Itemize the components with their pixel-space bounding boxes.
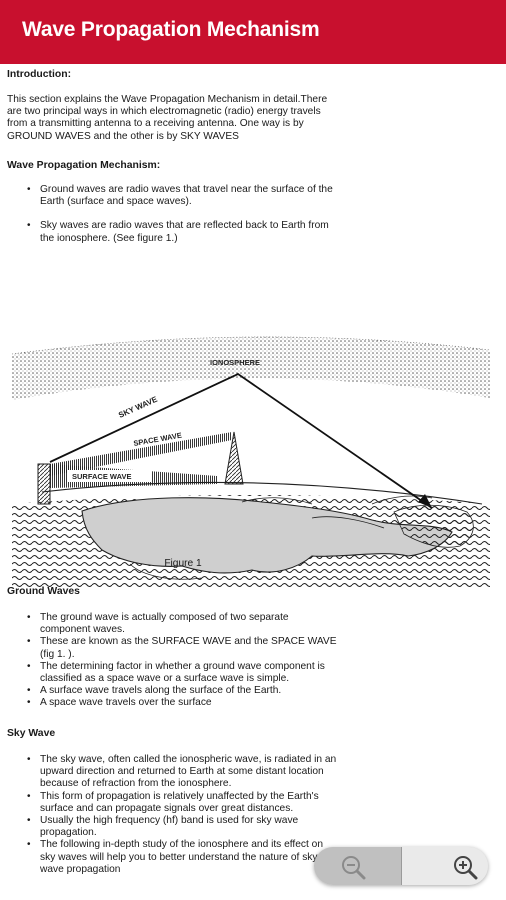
zoom-control [314, 847, 488, 885]
intro-heading: Introduction: [7, 69, 72, 80]
ionosphere-label: IONOSPHERE [210, 358, 260, 367]
zoom-out-icon [342, 856, 366, 880]
ground-waves-list: The ground wave is actually composed of … [27, 612, 370, 710]
zoom-in-button[interactable] [401, 847, 488, 885]
list-item: The determining factor in whether a grou… [27, 661, 370, 685]
list-item: Usually the high frequency (hf) band is … [27, 815, 370, 839]
zoom-in-icon [454, 856, 478, 880]
ground-waves-heading: Ground Waves [7, 586, 80, 597]
sky-wave-label: SKY WAVE [117, 394, 159, 419]
app-header: Wave Propagation Mechanism [0, 0, 506, 64]
list-item: The ground wave is actually composed of … [27, 612, 370, 636]
list-item: Ground waves are radio waves that travel… [27, 184, 370, 208]
sky-wave-heading: Sky Wave [7, 728, 56, 739]
surface-wave-label: SURFACE WAVE [72, 472, 131, 481]
zoom-out-button[interactable] [314, 847, 401, 885]
list-item: These are known as the SURFACE WAVE and … [27, 636, 370, 660]
list-item: A space wave travels over the surface [27, 697, 370, 709]
intro-paragraph: This section explains the Wave Propagati… [7, 94, 367, 143]
article-content: Introduction: This section explains the … [0, 64, 506, 900]
intro-line: from a transmitting antenna to a receivi… [7, 118, 304, 130]
page-title: Wave Propagation Mechanism [22, 18, 320, 41]
mechanism-heading: Wave Propagation Mechanism: [7, 160, 161, 171]
list-item: Sky waves are radio waves that are refle… [27, 220, 370, 244]
list-item: The sky wave, often called the ionospher… [27, 754, 370, 791]
list-item: This form of propagation is relatively u… [27, 791, 370, 815]
mechanism-list: Ground waves are radio waves that travel… [27, 184, 370, 245]
propagation-diagram: IONOSPHERE SKY WAVE SPACE WAVE SURFACE W… [11, 336, 491, 588]
intro-line: GROUND WAVES and the other is by SKY WAV… [7, 130, 239, 142]
intro-line: are two principal ways in which electrom… [7, 106, 321, 118]
wave-propagation-figure: IONOSPHERE SKY WAVE SPACE WAVE SURFACE W… [11, 336, 491, 588]
list-item: A surface wave travels along the surface… [27, 685, 370, 697]
intro-line: This section explains the Wave Propagati… [7, 94, 328, 105]
figure-caption: Figure 1 [164, 558, 202, 569]
sky-wave-list: The sky wave, often called the ionospher… [27, 754, 370, 876]
list-item: The following in-depth study of the iono… [27, 839, 370, 876]
